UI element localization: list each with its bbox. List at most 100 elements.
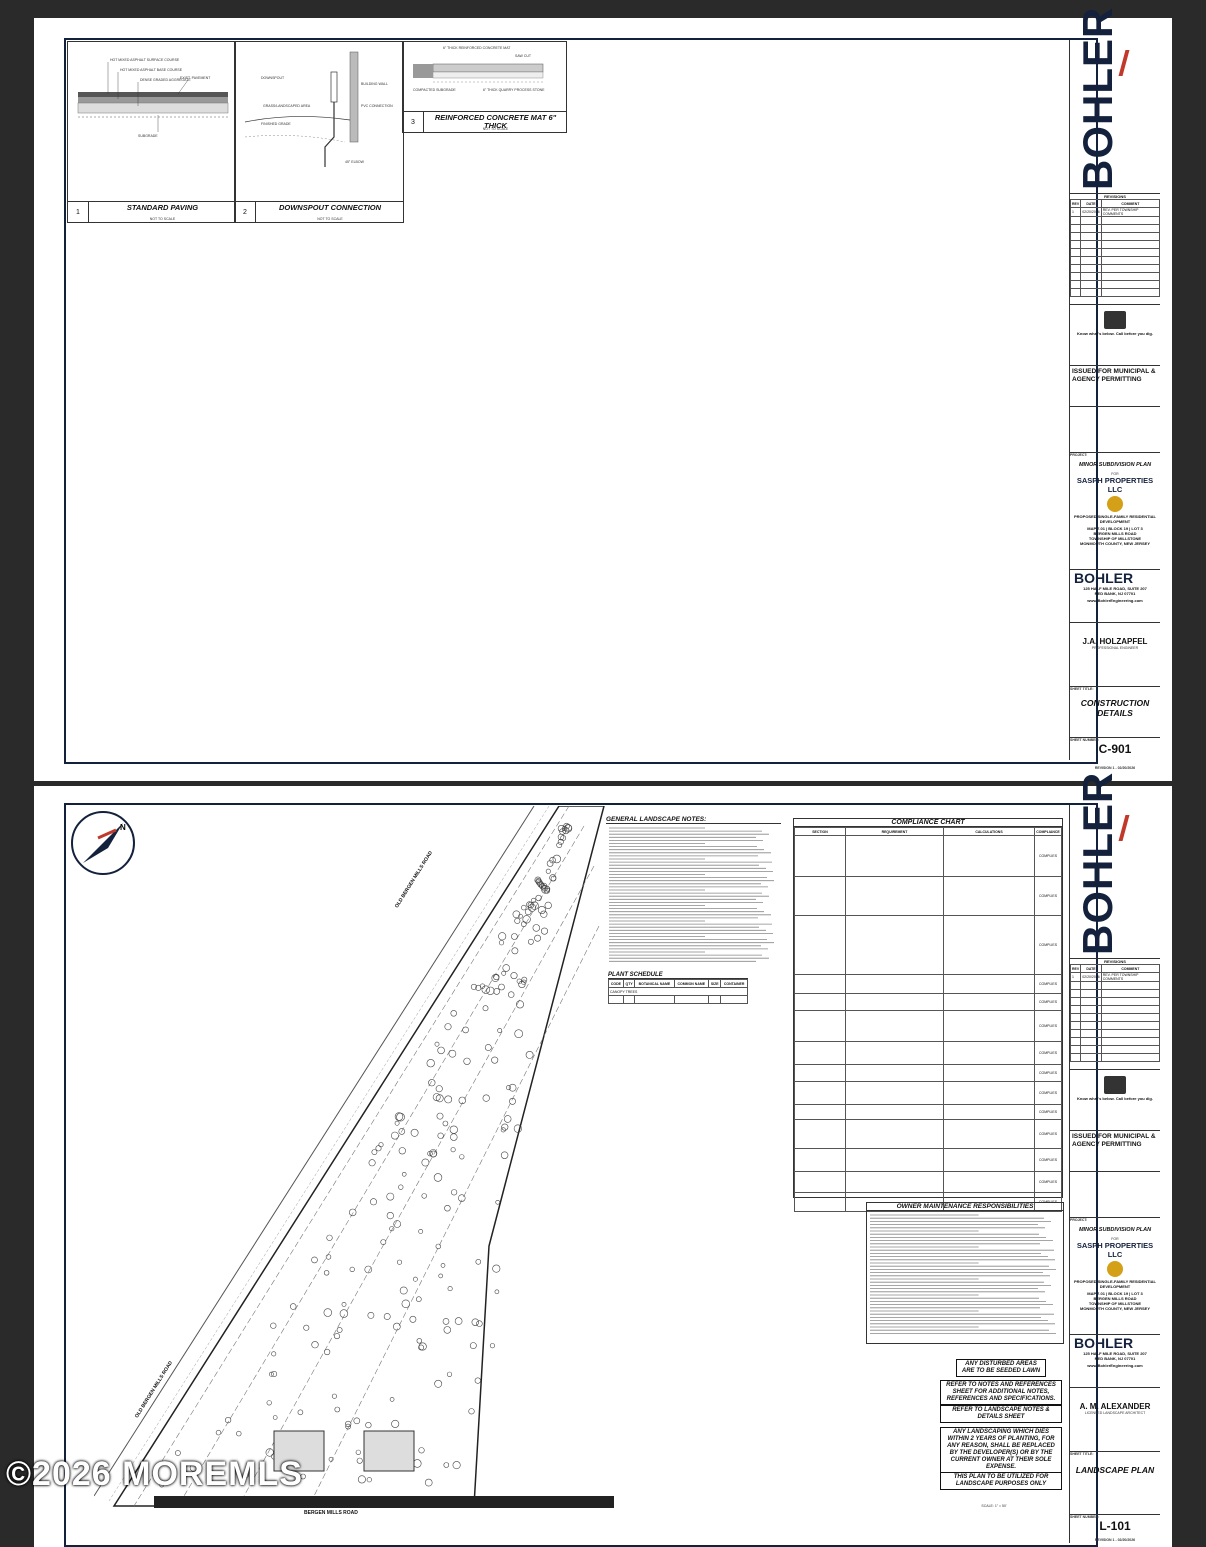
location-line: TOWNSHIP OF MILLSTONE [1088,1301,1142,1306]
tree-symbol [366,1477,372,1483]
callout-subgrade: SUBGRADE [138,134,158,138]
compliance-cell [845,915,944,975]
group-row: CANOPY TREES [608,987,748,996]
tree-symbol [356,1457,363,1464]
tree-symbol [311,1256,318,1264]
issued-box: ISSUED FOR MUNICIPAL & AGENCY PERMITTING [1070,1131,1160,1172]
tree-symbol [522,915,531,924]
callout-grade: FINISHED GRADE [261,122,291,126]
tree-symbol [392,1322,401,1331]
tree-symbol [398,1184,404,1190]
tree-symbol [434,1379,443,1388]
tree-symbol [426,1059,435,1068]
tree-symbol [560,835,567,841]
tree-symbol [418,1228,424,1234]
comment-header: COMMENT [1100,964,1161,973]
road-label-bottom: BERGEN MILLS ROAD [304,1510,358,1516]
tree-symbol [290,1303,297,1310]
callout-elbow: 45° ELBOW [345,160,364,164]
compliance-cell [845,876,944,916]
brand-small-logo: BOHLER [1074,570,1134,586]
compliance-cell [943,1081,1035,1105]
issued-for: ISSUED FOR MUNICIPAL & AGENCY PERMITTING [1072,368,1156,383]
detail-label: 3 REINFORCED CONCRETE MAT 6" THICK NOT T… [403,111,566,132]
comment-cell: REV. PER TOWNSHIP COMMENTS [1100,972,1161,982]
callout-saw-cut: SAW CUT [515,54,532,58]
tree-symbol [421,1193,427,1199]
tree-symbol [389,1226,395,1232]
tree-symbol [450,1147,456,1153]
tree-symbol [244,1472,249,1478]
tree-symbol [334,1406,341,1413]
tree-symbol [515,1000,524,1009]
compliance-row: COMPLIES [794,835,1062,877]
scale-bar: SCALE: 1" = 50' [981,1504,1007,1508]
stamp-refer-landscape: REFER TO LANDSCAPE NOTES & DETAILS SHEET [940,1405,1062,1423]
sheet-number: C-901 [1098,741,1132,756]
detail-number: 2 [235,202,256,222]
client-logo-icon [1107,1261,1123,1277]
location-line: MONMOUTH COUNTY, NEW JERSEY [1079,1306,1150,1311]
tree-symbol [512,910,521,919]
compliance-row: COMPLIES [794,915,1062,975]
location-line: TOWNSHIP OF MILLSTONE [1088,536,1142,541]
tree-symbol [495,1199,501,1205]
compliance-cell [794,835,846,877]
tree-symbol [530,901,539,910]
tree-symbol [444,1095,453,1104]
tree-symbol [437,1132,444,1139]
compliance-row: COMPLIES [794,1104,1062,1120]
call-before-dig-icon [1104,1076,1126,1094]
tree-symbol [458,1096,466,1105]
tree-symbol [491,1056,499,1064]
tree-symbol [544,887,550,894]
comment-cell: REV. PER TOWNSHIP COMMENTS [1100,207,1161,217]
development: PROPOSED SINGLE-FAMILY RESIDENTIAL DEVEL… [1073,514,1156,524]
stamp-refer-notes: REFER TO NOTES AND REFERENCES SHEET FOR … [940,1380,1062,1405]
col-calculations: CALCULATIONS [943,827,1035,836]
tree-symbol [270,1322,277,1329]
project-box: PROJECT: MINOR SUBDIVISION PLAN FOR SASP… [1070,453,1160,570]
tree-symbol [470,983,477,990]
tree-symbol [537,906,546,915]
col-requirement: REQUIREMENT [845,827,944,836]
compliance-cell [943,1104,1035,1120]
compliance-cell [794,1119,846,1149]
tree-symbol [390,1131,399,1140]
compliance-status: COMPLIES [1034,1064,1062,1082]
tree-symbol [435,1094,444,1103]
location-line: BERGEN MILLS ROAD [1093,1296,1137,1301]
tree-symbol [546,860,554,867]
tree-symbol [501,1123,509,1131]
address-line: RED BANK, NJ 07701 [1094,591,1136,596]
comment-header: COMMENT [1100,199,1161,208]
tree-symbol [353,1417,361,1425]
tree-symbol [268,1371,274,1377]
date-header: DATE [1080,199,1102,208]
col-compliance: COMPLIANCE [1034,827,1062,836]
tree-symbol [446,1371,453,1377]
compliance-cell [794,1081,846,1105]
tree-symbol [424,1478,433,1487]
tree-symbol [447,1286,453,1292]
tree-symbol [518,980,526,988]
tree-symbol [440,1263,446,1268]
tree-symbol [521,979,527,985]
tree-symbol [349,1208,357,1217]
tree-symbol [540,927,548,935]
sheet-title-label: SHEET TITLE: [1070,687,1094,691]
compliance-cell [845,1081,944,1105]
stamp-replacement: ANY LANDSCAPING WHICH DIES WITHIN 2 YEAR… [940,1427,1062,1473]
safety-text: Know what's below. Call before you dig. [1077,331,1153,336]
tree-symbol [450,1133,458,1141]
revisions-label: REVISIONS [1104,959,1126,964]
issued-box: ISSUED FOR MUNICIPAL & AGENCY PERMITTING [1070,366,1160,407]
callout-building-wall: BUILDING WALL [361,82,388,86]
tree-symbol [514,1029,524,1038]
tree-symbol [418,1447,425,1454]
tree-symbol [418,1342,427,1351]
callout-pvc: PVC CONNECTION [361,104,393,108]
project-info-box [1070,1172,1160,1218]
detail-scale: NOT TO SCALE [482,126,509,131]
